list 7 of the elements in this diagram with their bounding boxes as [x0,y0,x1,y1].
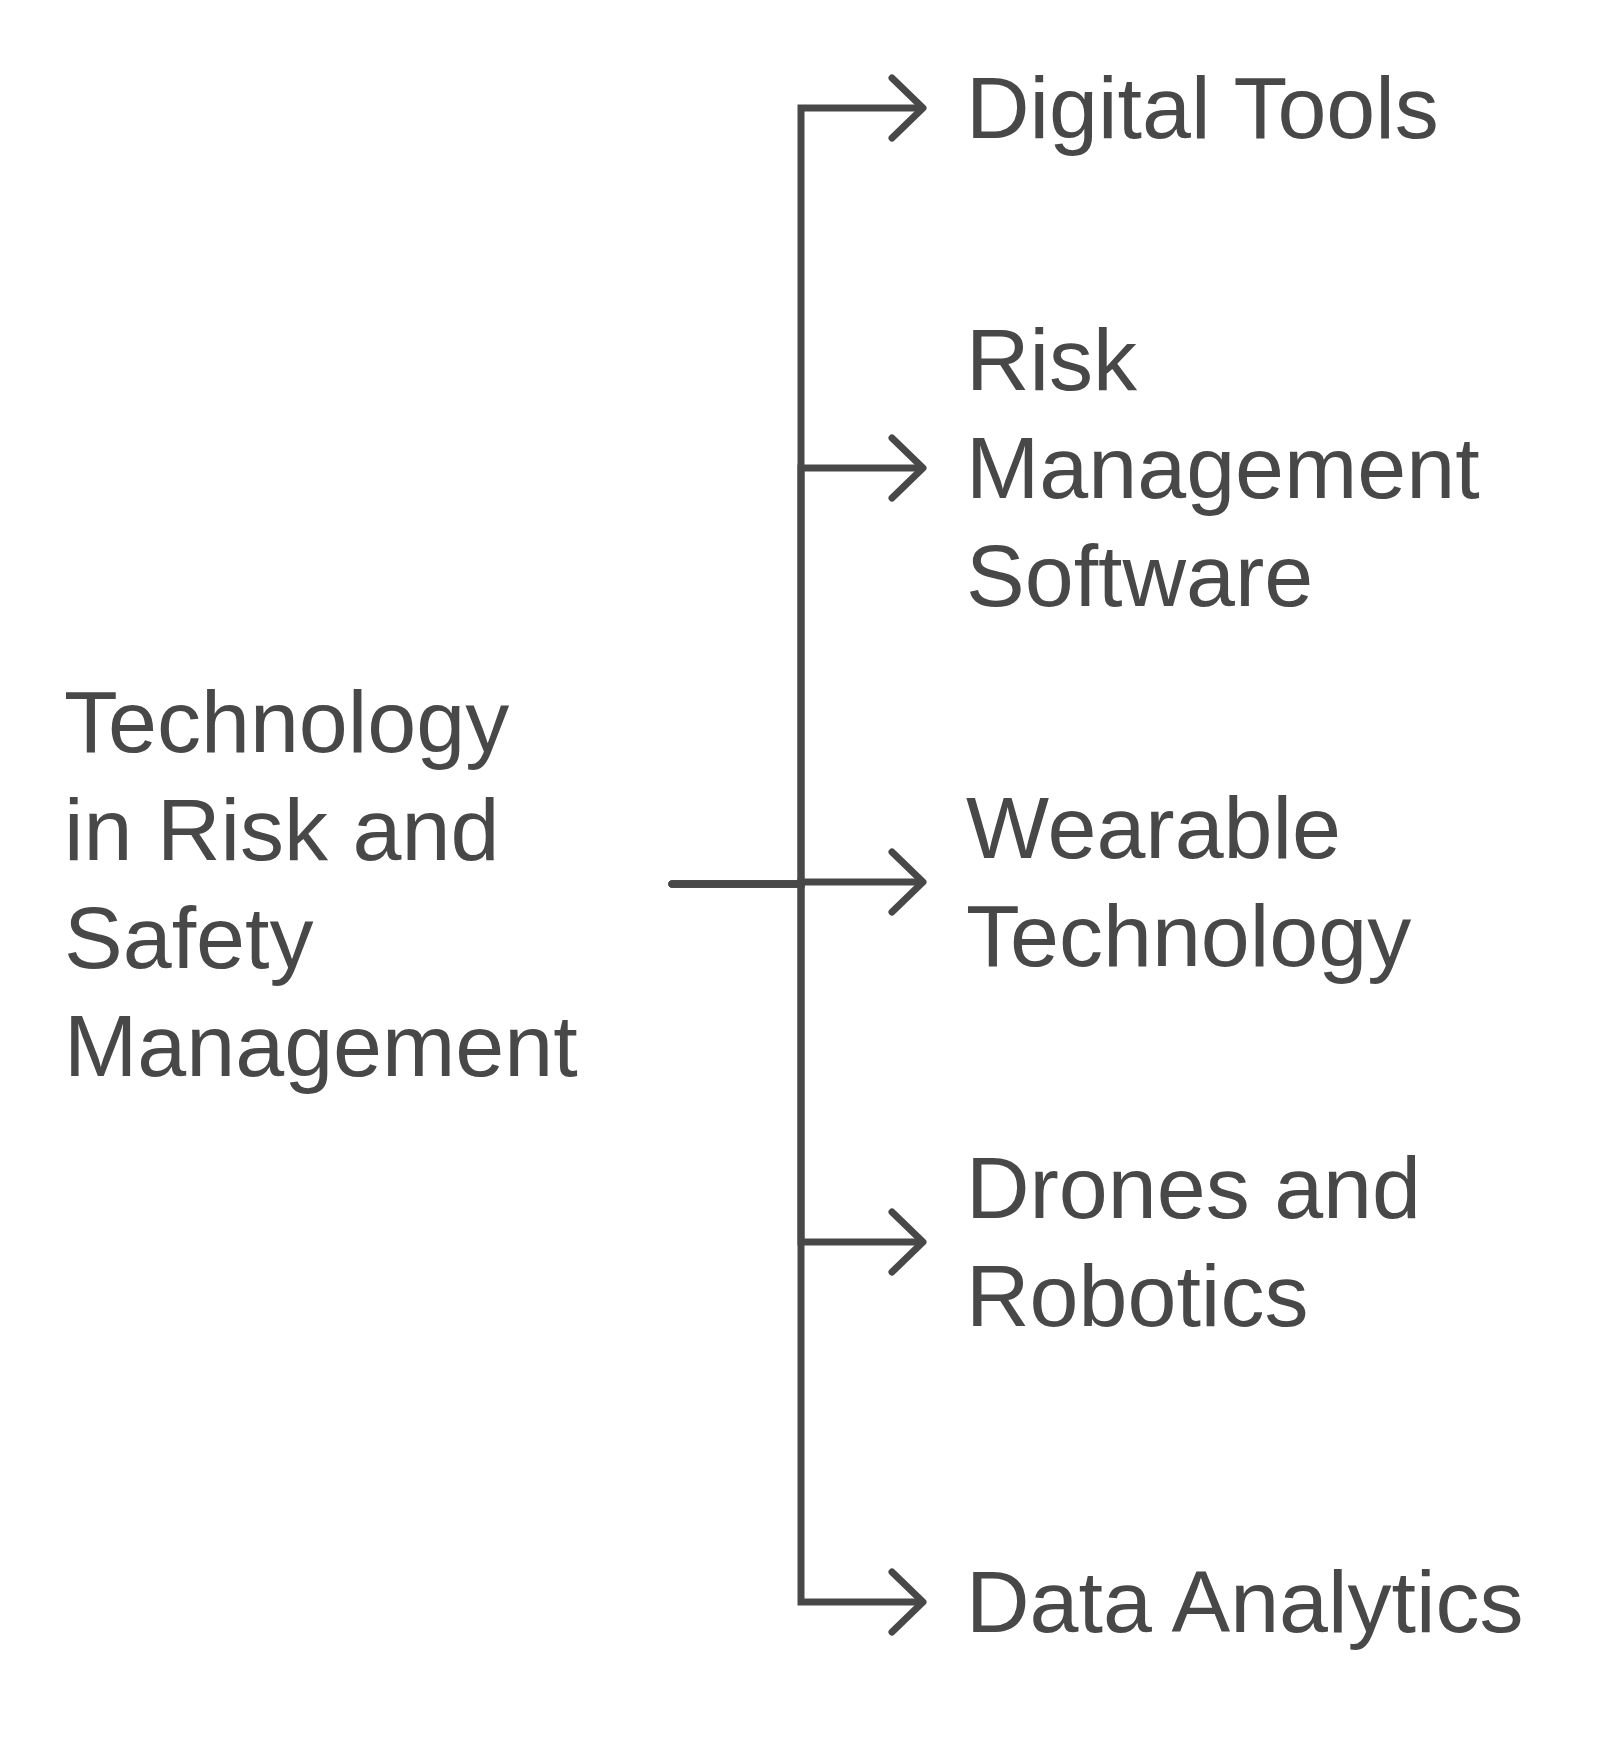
branch-label: Digital Tools [966,54,1586,162]
branch-label: Data Analytics [966,1548,1586,1656]
topic-label: Technology in Risk and Safety Management [64,668,586,1100]
arrow [668,880,927,1636]
branch-label: Risk Management Software [966,306,1586,630]
branch-label: Wearable Technology [966,774,1586,990]
branch-label: Drones and Robotics [966,1134,1586,1350]
